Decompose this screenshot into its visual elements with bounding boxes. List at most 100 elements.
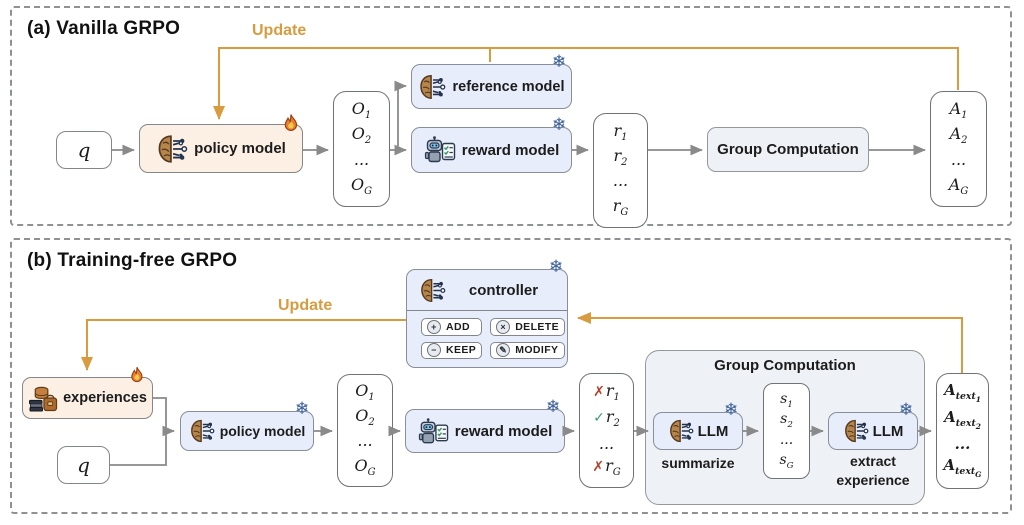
brain-circuit-icon: [158, 134, 188, 163]
group-computation-title: Group Computation: [714, 357, 856, 374]
advantage-item: Atext2: [944, 408, 981, 431]
output-item: O2: [351, 124, 372, 147]
snowflake-icon: ❄: [295, 399, 310, 419]
query-box-a: q: [56, 131, 112, 169]
cross-icon: ×: [496, 319, 511, 334]
keep-button: − KEEP: [421, 341, 483, 359]
policy-model-label: policy model: [219, 423, 306, 439]
brain-circuit-icon: [420, 74, 446, 99]
modify-button: ✎ MODIFY: [490, 341, 566, 359]
output-item: O1: [351, 98, 372, 121]
brain-circuit-icon: [669, 419, 694, 443]
brain-circuit-icon: [421, 278, 446, 302]
snowflake-icon: ❄: [549, 257, 564, 277]
reference-model: reference model: [411, 64, 572, 109]
controller-header: controller: [407, 270, 567, 310]
query-box-b: q: [57, 446, 110, 484]
policy-model-b: policy model: [180, 411, 314, 451]
robot-checklist-icon: [418, 417, 449, 443]
reward-item: ✗r1: [593, 381, 620, 404]
advantage-item: Atext1: [944, 381, 981, 405]
llm-summarize-box: LLM: [653, 412, 743, 450]
advantage-item: AG: [948, 175, 969, 198]
controller-actions: + ADD × DELETE − KEEP ✎ MODIFY: [407, 310, 567, 367]
flame-icon: [131, 366, 143, 383]
score-item: sG: [779, 452, 794, 471]
pass-mark-icon: ✓: [593, 410, 605, 427]
output-item: OG: [350, 175, 373, 198]
panel-vanilla-grpo: [10, 6, 1012, 226]
panel-b-title: (b) Training-free GRPO: [27, 250, 238, 271]
reward-model-a: reward model: [411, 127, 572, 173]
scores-column: s1 s2 ... sG: [763, 383, 810, 479]
experience-library-icon: [28, 386, 58, 412]
output-item: OG: [354, 455, 376, 478]
reward-model-label: reward model: [454, 422, 553, 440]
reward-item: ✗rG: [592, 455, 621, 478]
robot-checklist-icon: [424, 135, 455, 163]
controller-box: controller + ADD × DELETE − KEEP ✎ MODIF…: [406, 269, 568, 368]
advantage-item: A2: [949, 124, 968, 147]
output-item: ...: [357, 430, 373, 450]
score-item: s1: [780, 390, 793, 410]
advantages-column-a: A1 A2 ... AG: [930, 91, 987, 207]
snowflake-icon: ❄: [552, 115, 567, 135]
reward-item: ✓r2: [593, 407, 620, 430]
reward-item: rG: [612, 196, 629, 219]
rewards-column-a: r1 r2 ... rG: [593, 113, 648, 228]
experiences-label: experiences: [63, 390, 147, 406]
score-item: ...: [779, 431, 794, 448]
output-item: O1: [355, 381, 375, 404]
plus-icon: +: [427, 319, 441, 334]
reward-model-label: reward model: [461, 141, 560, 159]
pencil-icon: ✎: [496, 343, 511, 358]
outputs-column-b: O1 O2 ... OG: [337, 374, 393, 487]
snowflake-icon: ❄: [546, 397, 561, 417]
reward-item: ...: [612, 171, 629, 191]
fail-mark-icon: ✗: [593, 384, 605, 401]
snowflake-icon: ❄: [899, 400, 914, 420]
reward-item: r2: [613, 145, 628, 168]
output-item: O2: [355, 406, 375, 429]
experiences-box: experiences: [22, 377, 153, 419]
advantage-item: AtextG: [943, 456, 982, 480]
reward-model-b: reward model: [405, 409, 565, 453]
advantages-column-b: Atext1 Atext2 ... AtextG: [936, 373, 989, 489]
extract-caption-line1: extract: [850, 453, 896, 469]
query-text: q: [77, 453, 90, 477]
brain-circuit-icon: [844, 419, 869, 443]
summarize-caption: summarize: [661, 455, 735, 471]
advantage-item: ...: [954, 434, 971, 453]
group-computation-a: Group Computation: [707, 127, 869, 172]
llm-extract-box: LLM: [828, 412, 918, 450]
advantage-item: A1: [949, 98, 968, 121]
controller-title: controller: [468, 281, 539, 299]
score-item: s2: [780, 411, 793, 430]
brain-circuit-icon: [190, 419, 215, 443]
reward-item: ...: [598, 433, 615, 453]
policy-model-label: policy model: [194, 140, 286, 157]
delete-button: × DELETE: [490, 318, 566, 336]
snowflake-icon: ❄: [552, 52, 567, 72]
llm-label: LLM: [697, 422, 729, 440]
update-label-b: Update: [278, 297, 333, 314]
query-text: q: [77, 138, 91, 162]
reward-item: r1: [613, 120, 628, 143]
policy-model-a: policy model: [139, 124, 303, 173]
panel-training-free-grpo: [10, 238, 1012, 514]
output-item: ...: [353, 149, 370, 169]
panel-a-title: (a) Vanilla GRPO: [27, 18, 181, 39]
snowflake-icon: ❄: [724, 400, 739, 420]
llm-label: LLM: [872, 422, 904, 440]
reference-model-label: reference model: [452, 78, 565, 95]
flame-icon: [284, 113, 298, 131]
group-computation-label: Group Computation: [717, 141, 859, 158]
outputs-column-a: O1 O2 ... OG: [333, 91, 390, 207]
update-label-a: Update: [252, 22, 307, 39]
rewards-column-b: ✗r1 ✓r2 ... ✗rG: [579, 373, 634, 488]
extract-caption-line2: experience: [836, 472, 910, 488]
advantage-item: ...: [950, 149, 967, 169]
fail-mark-icon: ✗: [592, 458, 605, 475]
add-button: + ADD: [421, 318, 483, 336]
